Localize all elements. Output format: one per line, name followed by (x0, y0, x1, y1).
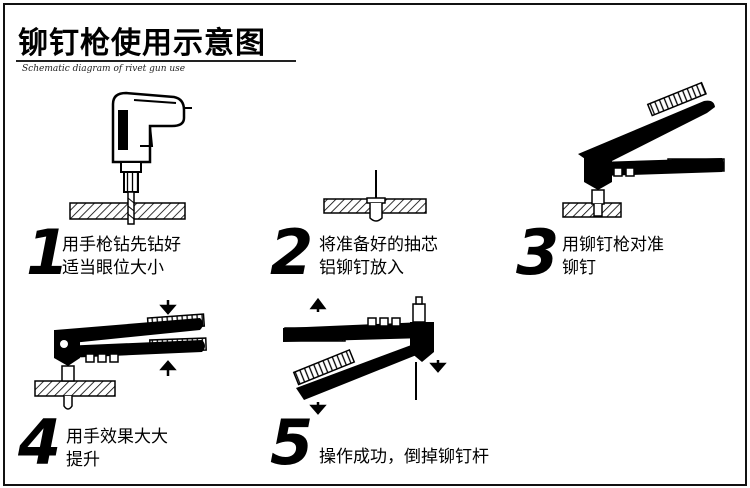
step1-text-line1: 用手枪钻先钻好 (62, 235, 181, 255)
drill-body-icon (111, 91, 186, 164)
rivet-body-icon (369, 203, 383, 222)
gun-upper-handle-icon (578, 100, 715, 168)
step5-release-illustration (283, 296, 447, 415)
arrow-up-icon (159, 360, 177, 376)
step1-drill-illustration (69, 91, 192, 225)
step4-squeeze-illustration (34, 300, 207, 410)
step1-number: 1 (26, 216, 70, 289)
step4-number: 4 (18, 406, 62, 479)
gun-lower-handle-icon (296, 344, 424, 400)
mandrel-container-icon (412, 303, 426, 323)
step2-number: 2 (270, 216, 314, 289)
diagram-frame (3, 3, 747, 486)
step5-text-line1: 操作成功，倒掉铆钉杆 (319, 447, 489, 467)
page-title: 铆钉枪使用示意图 (18, 26, 266, 61)
step3-text-line2: 铆钉 (562, 258, 596, 278)
step1-text-line2: 适当眼位大小 (62, 258, 164, 278)
step2-rivet-illustration (323, 170, 427, 222)
step3-text-line1: 用铆钉枪对准 (562, 235, 664, 255)
step4-text-line2: 提升 (66, 450, 100, 470)
step2-text-line1: 将准备好的抽芯 (319, 235, 438, 255)
step2-text-line2: 铝铆钉放入 (319, 258, 404, 278)
arrow-down-icon (159, 300, 177, 315)
step3-number: 3 (516, 216, 560, 289)
arrow-up-icon (309, 297, 327, 312)
step3-rivet-gun-illustration (562, 81, 725, 218)
title-underline (16, 60, 296, 62)
arrow-down-icon (429, 360, 447, 373)
step5-number: 5 (270, 406, 314, 479)
page-subtitle: Schematic diagram of rivet gun use (22, 64, 186, 74)
step4-text-line1: 用手效果大大 (66, 427, 168, 447)
arrow-down-icon (309, 402, 327, 415)
